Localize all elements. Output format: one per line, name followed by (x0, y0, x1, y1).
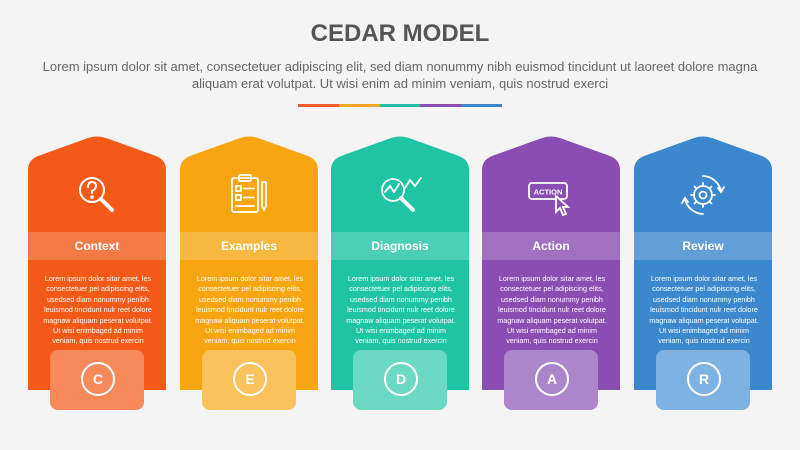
step-description: Lorem ipsum dolor sitar amet, les consec… (195, 274, 305, 346)
gear-cycle-icon (678, 170, 728, 220)
svg-text:ACTION: ACTION (534, 188, 563, 197)
step-card-action: ACTION Action Lorem ipsum dolor sitar am… (482, 136, 620, 416)
page-subtitle: Lorem ipsum dolor sit amet, consectetuer… (42, 59, 758, 91)
label-band (331, 232, 469, 260)
step-card-diagnosis: Diagnosis Lorem ipsum dolor sitar amet, … (331, 136, 469, 416)
divider-segment (298, 104, 339, 107)
color-divider (298, 104, 502, 107)
step-card-examples: Examples Lorem ipsum dolor sitar amet, l… (180, 136, 318, 416)
letter-tab: E (202, 350, 296, 410)
step-label: Examples (220, 239, 278, 253)
letter-circle: D (384, 362, 418, 396)
divider-segment (379, 104, 421, 107)
divider-segment (461, 104, 502, 107)
step-description: Lorem ipsum dolor sitar amet, les consec… (346, 274, 456, 346)
card-body: Diagnosis Lorem ipsum dolor sitar amet, … (331, 136, 469, 390)
letter-circle: R (687, 362, 721, 396)
step-description: Lorem ipsum dolor sitar amet, les consec… (43, 274, 153, 346)
label-band (482, 232, 620, 260)
letter-tab: R (656, 350, 750, 410)
card-body: Examples Lorem ipsum dolor sitar amet, l… (180, 136, 318, 390)
clipboard-checklist-icon (224, 170, 274, 220)
action-button-click-icon: ACTION (526, 170, 576, 220)
magnifier-chart-icon (375, 170, 425, 220)
divider-segment (338, 104, 380, 107)
label-band (634, 232, 772, 260)
label-band (180, 232, 318, 260)
step-card-context: Context Lorem ipsum dolor sitar amet, le… (28, 136, 166, 416)
card-body: Review Lorem ipsum dolor sitar amet, les… (634, 136, 772, 390)
letter-circle: E (233, 362, 267, 396)
step-label: Review (682, 239, 724, 253)
step-label: Context (74, 239, 120, 253)
step-label: Diagnosis (371, 239, 429, 253)
card-body: ACTION Action Lorem ipsum dolor sitar am… (482, 136, 620, 390)
label-band (28, 232, 166, 260)
magnifier-question-icon (72, 170, 122, 220)
divider-segment (420, 104, 462, 107)
step-description: Lorem ipsum dolor sitar amet, les consec… (497, 274, 607, 346)
letter-circle: C (81, 362, 115, 396)
card-body: Context Lorem ipsum dolor sitar amet, le… (28, 136, 166, 390)
page-title: CEDAR MODEL (310, 20, 490, 47)
step-card-review: Review Lorem ipsum dolor sitar amet, les… (634, 136, 772, 416)
letter-tab: A (504, 350, 598, 410)
step-description: Lorem ipsum dolor sitar amet, les consec… (649, 274, 759, 346)
letter-circle: A (535, 362, 569, 396)
letter-tab: C (50, 350, 144, 410)
letter-tab: D (353, 350, 447, 410)
step-label: Action (532, 239, 570, 253)
